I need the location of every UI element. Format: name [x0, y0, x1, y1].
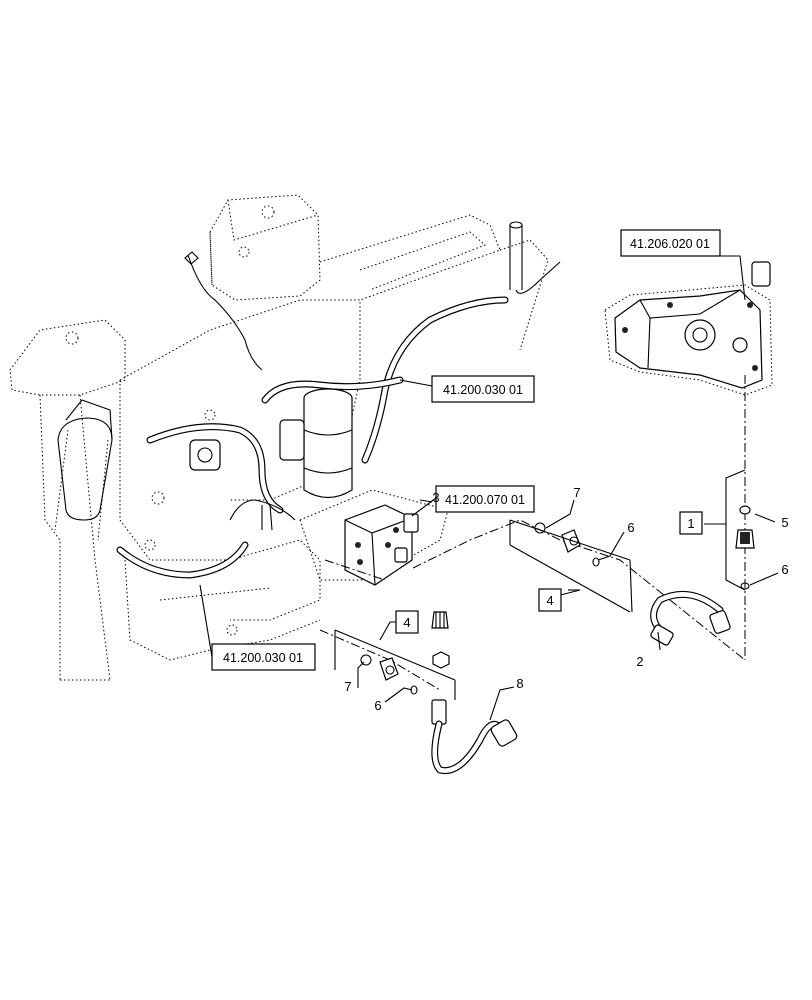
callout-7-left: 7	[344, 679, 351, 694]
callout-2: 2	[636, 654, 643, 669]
callout-8: 8	[516, 676, 523, 691]
hydraulic-pump	[604, 261, 773, 396]
callout-box-4-left: 4	[395, 610, 419, 634]
callout-6-left: 6	[374, 698, 381, 713]
fitting-set-left	[334, 629, 456, 700]
ref-pump-text: 41.206.020 01	[630, 237, 710, 251]
callout-5: 5	[781, 515, 788, 530]
ref-valve-text: 41.200.070 01	[445, 493, 525, 507]
wiring-harness	[116, 221, 561, 579]
hose-item-8	[431, 611, 518, 775]
fitting-set-right	[509, 519, 633, 613]
callout-1: 1	[687, 516, 694, 531]
machine-frame	[9, 194, 549, 681]
leader-lines	[199, 255, 779, 721]
ref-harness-lower-text: 41.200.030 01	[223, 651, 303, 665]
ref-box-pump[interactable]: 41.206.020 01	[620, 229, 721, 257]
callout-4-left: 4	[403, 615, 410, 630]
callout-box-1: 1	[679, 511, 703, 535]
ref-harness-upper-text: 41.200.030 01	[443, 383, 523, 397]
callout-7-right: 7	[573, 485, 580, 500]
callout-6-right-top: 6	[627, 520, 634, 535]
fitting-stack-right	[735, 505, 755, 590]
ref-box-valve[interactable]: 41.200.070 01	[435, 485, 535, 513]
callout-4-right: 4	[546, 593, 553, 608]
hose-item-2	[650, 590, 731, 646]
callout-box-4-right: 4	[538, 588, 562, 612]
accumulator-motor	[189, 388, 353, 499]
ref-box-harness-upper[interactable]: 41.200.030 01	[431, 375, 535, 403]
ref-box-harness-lower[interactable]: 41.200.030 01	[211, 643, 316, 671]
control-valve	[344, 504, 419, 586]
callout-6-right-bottom: 6	[781, 562, 788, 577]
callout-3: 3	[432, 490, 439, 505]
